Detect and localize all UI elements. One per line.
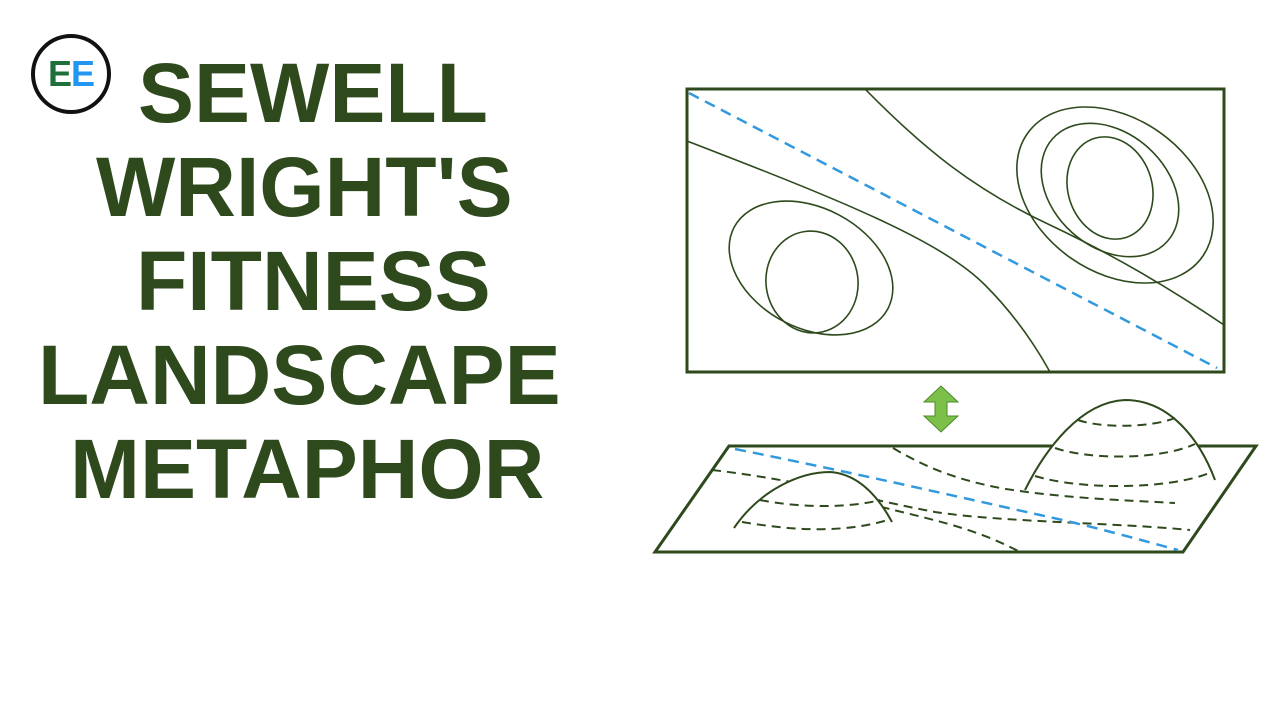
evolution-path-top [688,91,1218,370]
contour-valley-left [687,140,1051,372]
title-line-2: WRIGHT'S [96,140,513,234]
title-line-4: LANDSCAPE [38,328,561,422]
right-hill-contour-3 [1034,471,1213,487]
logo-letter-1: E [47,53,72,94]
left-hill-contour-2 [741,519,889,531]
contour-map-frame [685,87,1226,374]
landscape-3d [652,398,1259,554]
right-peak-contour-outer [1016,106,1214,284]
right-hill-contour-1 [1077,417,1176,427]
title-line-3: FITNESS [136,234,491,328]
landscape-ridge-line-2 [892,447,1176,504]
contour-map [685,87,1226,374]
landscape-left-hill [733,470,893,529]
right-peak-contour-inner [1066,136,1154,240]
logo-letter-2: E [71,53,95,94]
slide-title: SEWELL WRIGHT'S FITNESS LANDSCAPE METAPH… [0,46,680,516]
right-hill-contour-2 [1054,443,1196,458]
title-line-5: METAPHOR [70,422,545,516]
right-peak-contour-middle [1040,122,1180,258]
title-line-1: SEWELL [138,46,488,140]
double-vertical-arrow-icon [922,385,960,433]
evolution-path-3d [734,447,1179,552]
contour-valley-right [864,89,1224,326]
left-peak-contour-inner [765,230,859,334]
landscape-right-hill [1024,398,1216,491]
left-hill-contour-1 [759,499,881,507]
